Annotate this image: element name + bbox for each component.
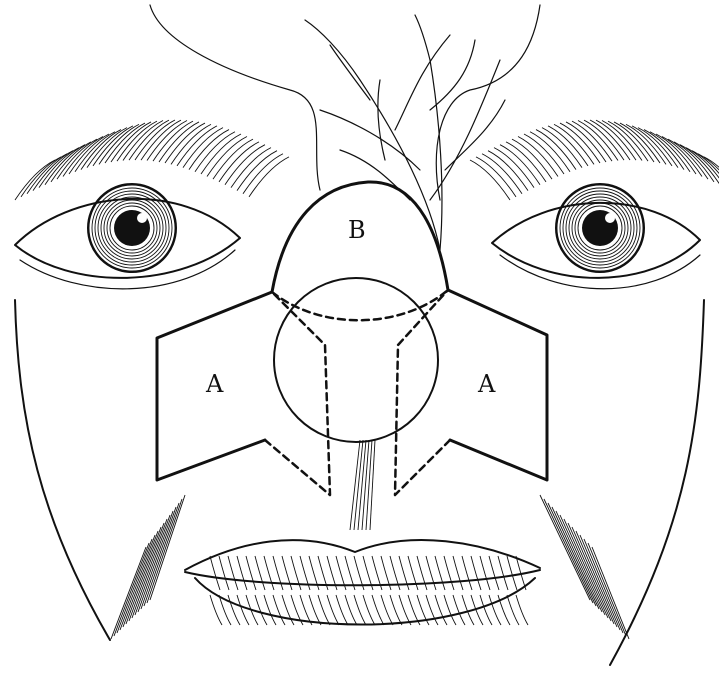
lips: [185, 540, 540, 625]
right-cheek-shading: [540, 495, 629, 639]
flap-b-outline: [272, 182, 448, 320]
philtrum-shading: [350, 440, 375, 530]
left-cheek-shading: [111, 495, 185, 639]
label-flap-a-left: A: [205, 370, 224, 398]
nose-circle: [274, 278, 438, 442]
flap-a-right-outline: [395, 290, 547, 495]
right-eye: [492, 184, 700, 289]
left-eye: [15, 184, 240, 289]
forehead-vessels: [305, 15, 505, 250]
label-flap-b: B: [348, 216, 366, 244]
flap-a-left-outline: [157, 292, 330, 495]
face-outline: [15, 5, 704, 665]
label-flap-a-right: A: [477, 370, 496, 398]
